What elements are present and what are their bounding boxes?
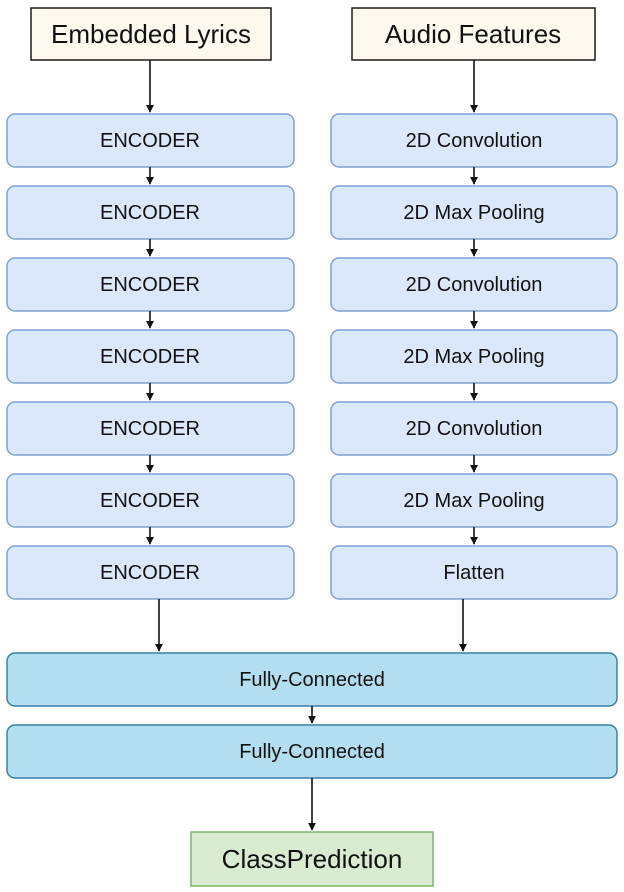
encoder-label: ENCODER [100, 562, 200, 584]
fully-connected-layer: Fully-Connected [6, 724, 618, 779]
encoder-layer: ENCODER [6, 257, 295, 312]
encoder-label: ENCODER [100, 274, 200, 296]
class-prediction-label: ClassPrediction [222, 844, 403, 874]
conv-label: 2D Convolution [406, 130, 543, 152]
fully-connected-label: Fully-Connected [239, 669, 385, 691]
max-pooling-layer: 2D Max Pooling [330, 473, 618, 528]
embedded-lyrics-label: Embedded Lyrics [51, 19, 251, 49]
encoder-layer: ENCODER [6, 185, 295, 240]
flatten-label: Flatten [443, 562, 504, 584]
encoder-label: ENCODER [100, 346, 200, 368]
conv-label: 2D Convolution [406, 418, 543, 440]
flatten-layer: Flatten [330, 545, 618, 600]
audio-features-label: Audio Features [385, 19, 561, 49]
max-pooling-layer: 2D Max Pooling [330, 185, 618, 240]
conv-label: 2D Convolution [406, 274, 543, 296]
encoder-layer: ENCODER [6, 545, 295, 600]
encoder-layer: ENCODER [6, 473, 295, 528]
conv-layer: 2D Convolution [330, 257, 618, 312]
fully-connected-label: Fully-Connected [239, 741, 385, 763]
conv-layer: 2D Convolution [330, 113, 618, 168]
conv-layer: 2D Convolution [330, 401, 618, 456]
encoder-layer: ENCODER [6, 329, 295, 384]
max-pooling-label: 2D Max Pooling [403, 490, 544, 512]
encoder-layer: ENCODER [6, 113, 295, 168]
class-prediction-output: ClassPrediction [190, 831, 434, 887]
encoder-label: ENCODER [100, 130, 200, 152]
audio-features-input: Audio Features [351, 7, 596, 61]
max-pooling-layer: 2D Max Pooling [330, 329, 618, 384]
encoder-label: ENCODER [100, 202, 200, 224]
max-pooling-label: 2D Max Pooling [403, 346, 544, 368]
max-pooling-label: 2D Max Pooling [403, 202, 544, 224]
embedded-lyrics-input: Embedded Lyrics [30, 7, 272, 61]
encoder-label: ENCODER [100, 418, 200, 440]
encoder-layer: ENCODER [6, 401, 295, 456]
fully-connected-layer: Fully-Connected [6, 652, 618, 707]
encoder-label: ENCODER [100, 490, 200, 512]
